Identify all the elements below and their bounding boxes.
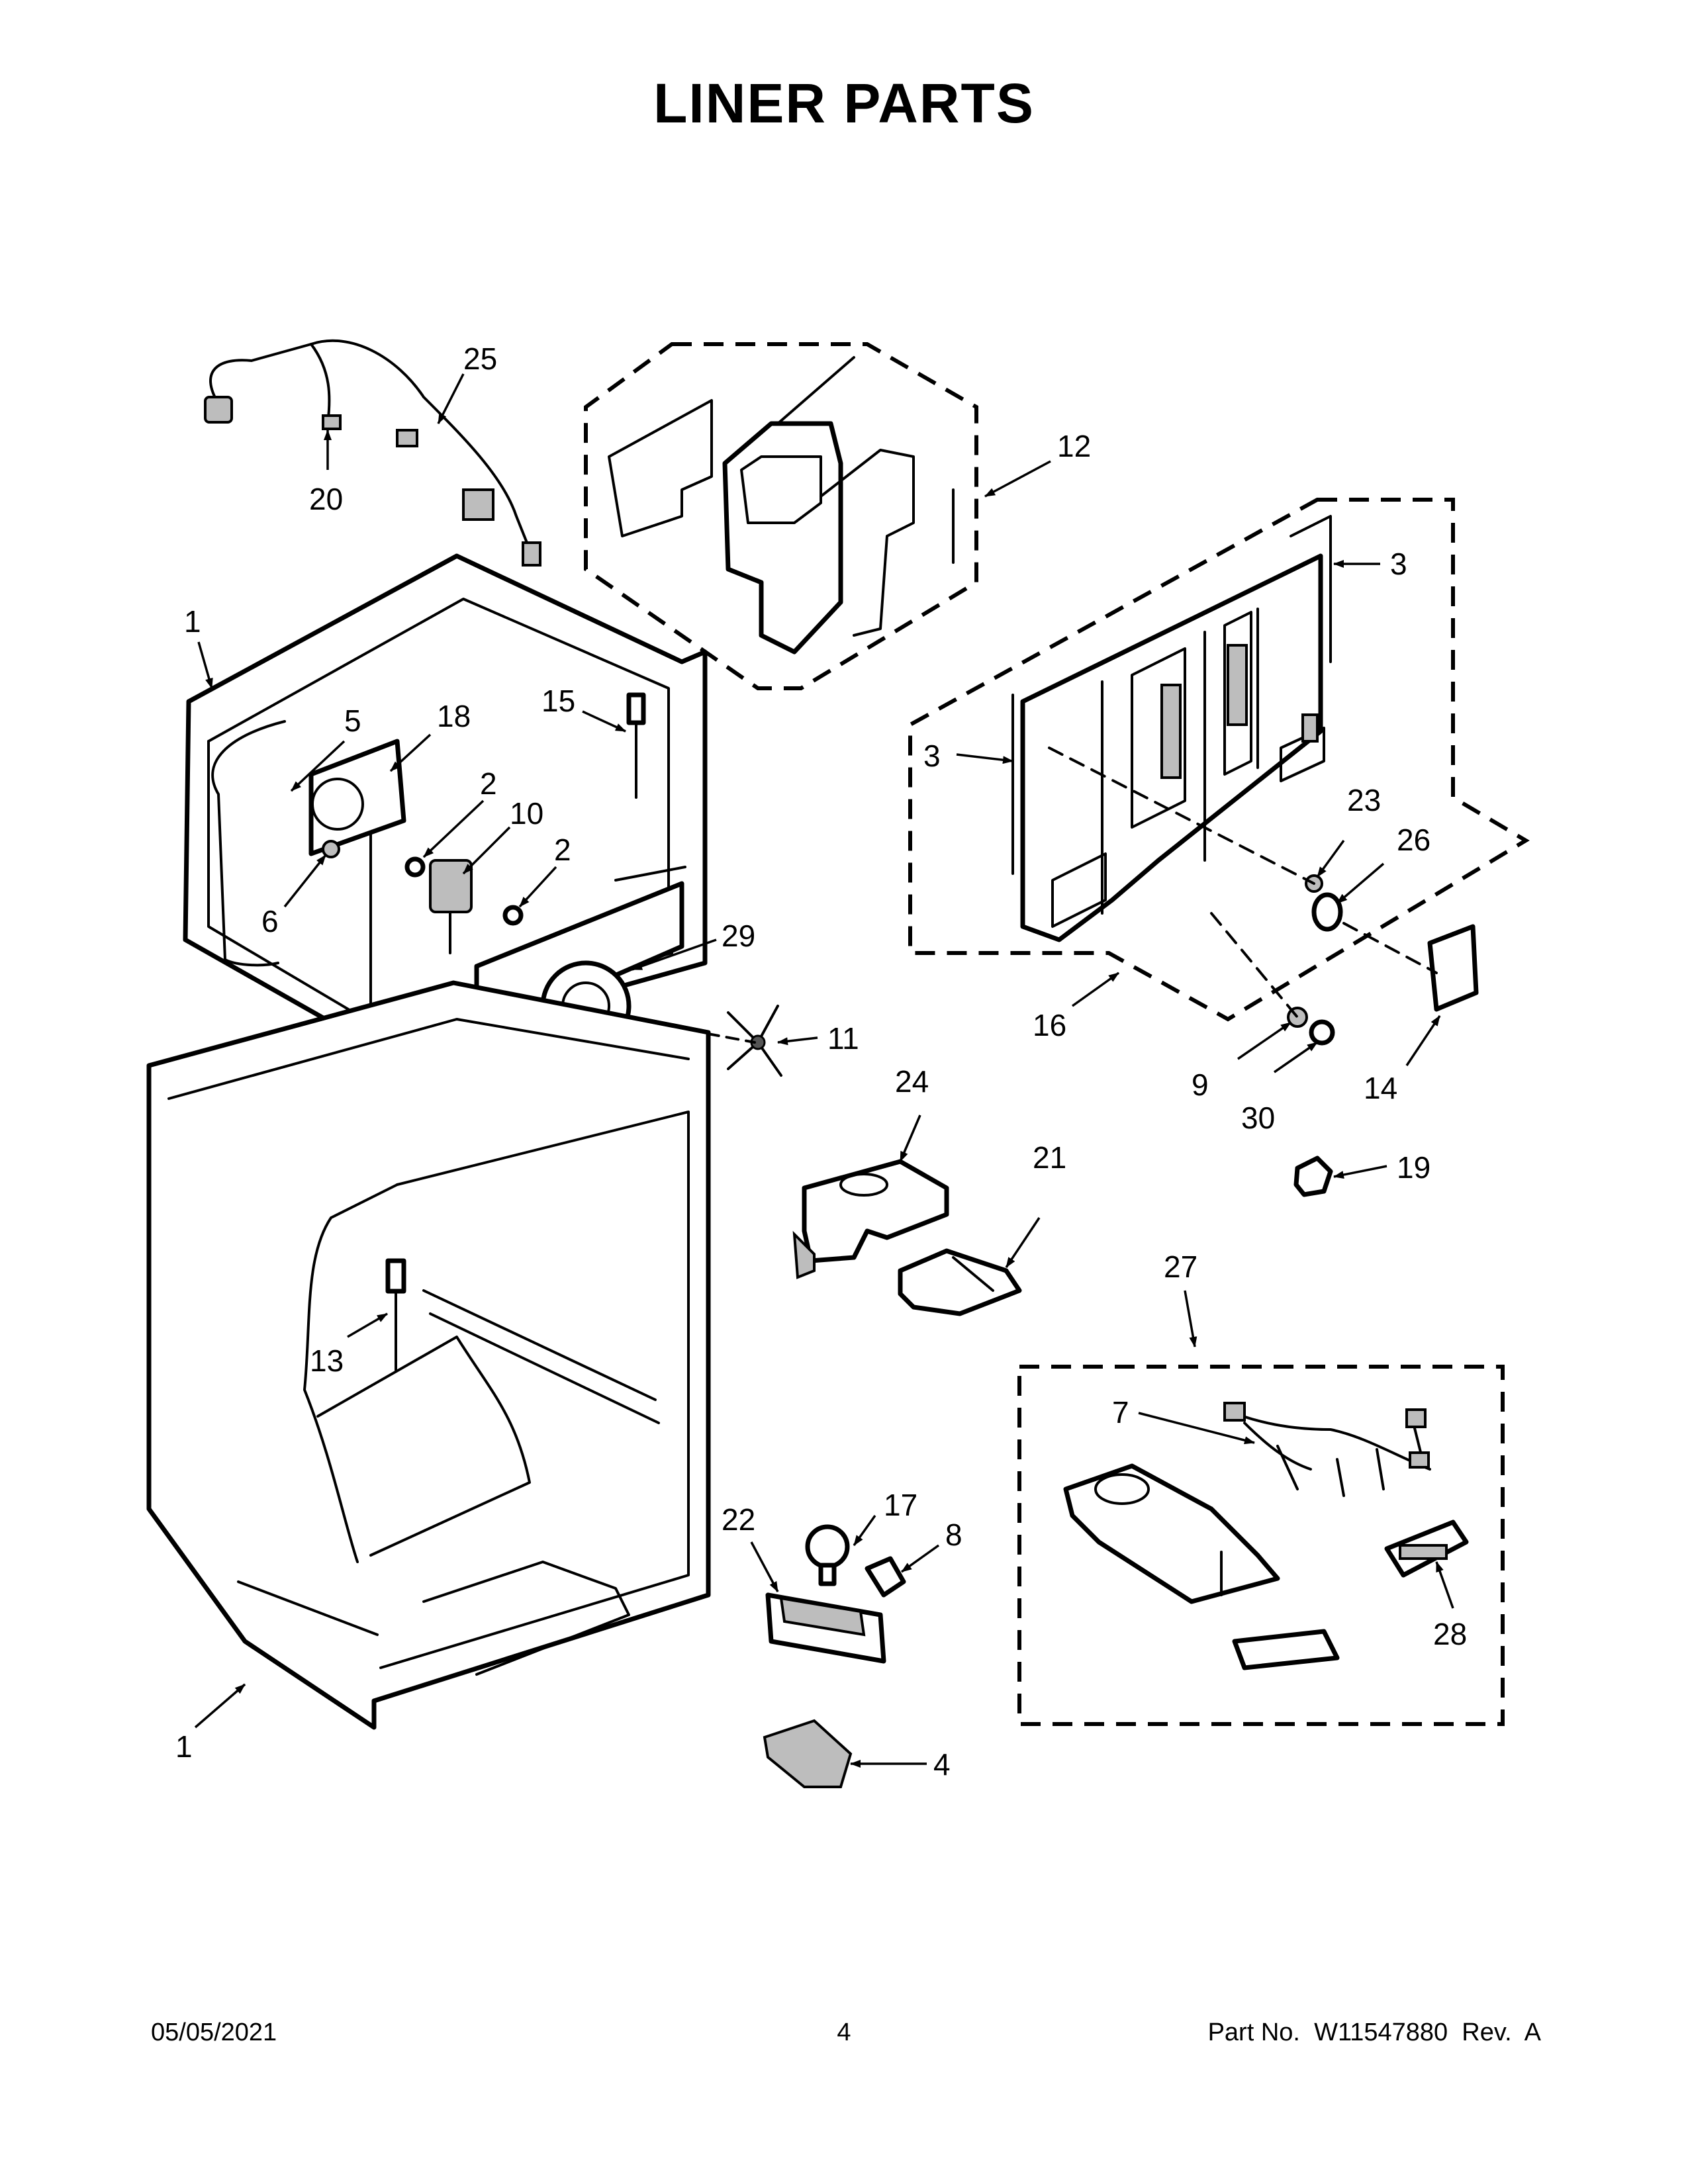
socket-part-8 — [865, 1556, 906, 1598]
callout-7: 7 — [1112, 1395, 1129, 1430]
callout-3-top: 3 — [1390, 547, 1407, 581]
callout-15: 15 — [541, 684, 575, 718]
connector-part-19 — [1293, 1156, 1333, 1197]
callout-21: 21 — [1033, 1140, 1066, 1175]
leader-lines — [194, 373, 1454, 1768]
callout-labels: 25 20 12 3 1 5 18 15 3 2 10 2 23 26 6 29… — [175, 341, 1467, 1782]
plug-part-30 — [1309, 1019, 1335, 1046]
callout-8: 8 — [945, 1518, 962, 1552]
control-housing-part-24 — [792, 1159, 949, 1279]
callout-17: 17 — [884, 1488, 917, 1522]
callout-13: 13 — [310, 1343, 344, 1378]
light-housing-part-22 — [765, 1592, 886, 1664]
callout-23: 23 — [1347, 783, 1381, 817]
callout-27: 27 — [1164, 1250, 1197, 1284]
cap-part-26 — [1311, 892, 1343, 932]
part-16-assembly-group — [908, 498, 1530, 1022]
callout-2-lower: 2 — [554, 833, 571, 867]
callout-24: 24 — [895, 1064, 929, 1099]
callout-26: 26 — [1397, 823, 1430, 857]
damper-part-21 — [898, 1248, 1022, 1316]
callout-3-left: 3 — [923, 739, 941, 773]
cover-part-14 — [1427, 924, 1479, 1012]
callout-10: 10 — [510, 796, 543, 831]
part-12-assembly-group — [584, 342, 978, 690]
control-board-part-28 — [1384, 1520, 1469, 1578]
callout-29: 29 — [722, 919, 755, 953]
callout-12: 12 — [1057, 429, 1091, 463]
evaporator-cover-part-18 — [308, 739, 406, 856]
callout-19: 19 — [1397, 1150, 1430, 1185]
screw-part-6 — [322, 840, 340, 858]
callout-5: 5 — [344, 704, 361, 738]
fan-motor-part-10 — [429, 859, 473, 954]
callout-22: 22 — [722, 1502, 755, 1537]
footer-part-number: Part No. W11547880 Rev. A — [1207, 2019, 1541, 2046]
callout-11: 11 — [827, 1021, 859, 1056]
callout-1-freezer: 1 — [184, 604, 201, 639]
footer-page-number: 4 — [837, 2019, 851, 2046]
callout-30: 30 — [1241, 1101, 1275, 1135]
footer-date: 05/05/2021 — [151, 2019, 277, 2046]
sensor-part-4 — [763, 1719, 853, 1788]
grommet-part-2b — [502, 905, 524, 926]
thermistor-part-15 — [626, 692, 646, 799]
fresh-food-liner-part-1 — [146, 980, 711, 1730]
callout-25: 25 — [463, 341, 497, 376]
callout-28: 28 — [1433, 1617, 1467, 1651]
fan-blade-part-11 — [727, 1005, 782, 1077]
callout-16: 16 — [1033, 1008, 1066, 1042]
wire-harness-part-25 — [204, 339, 541, 567]
callout-14: 14 — [1364, 1071, 1397, 1105]
callout-20: 20 — [309, 482, 343, 516]
part-27-assembly-group — [1017, 1365, 1505, 1726]
callout-6: 6 — [261, 904, 279, 938]
light-bulb-part-17 — [805, 1524, 850, 1586]
callout-2-upper: 2 — [480, 766, 497, 801]
callout-18: 18 — [437, 699, 471, 733]
callout-9: 9 — [1192, 1068, 1209, 1102]
grommet-part-2a — [404, 856, 426, 878]
page-title: LINER PARTS — [653, 72, 1035, 134]
callout-4: 4 — [933, 1747, 951, 1782]
thermistor-part-13 — [385, 1258, 406, 1371]
callout-1-fresh-food: 1 — [175, 1729, 193, 1764]
freezer-liner-part-1 — [183, 553, 708, 1055]
